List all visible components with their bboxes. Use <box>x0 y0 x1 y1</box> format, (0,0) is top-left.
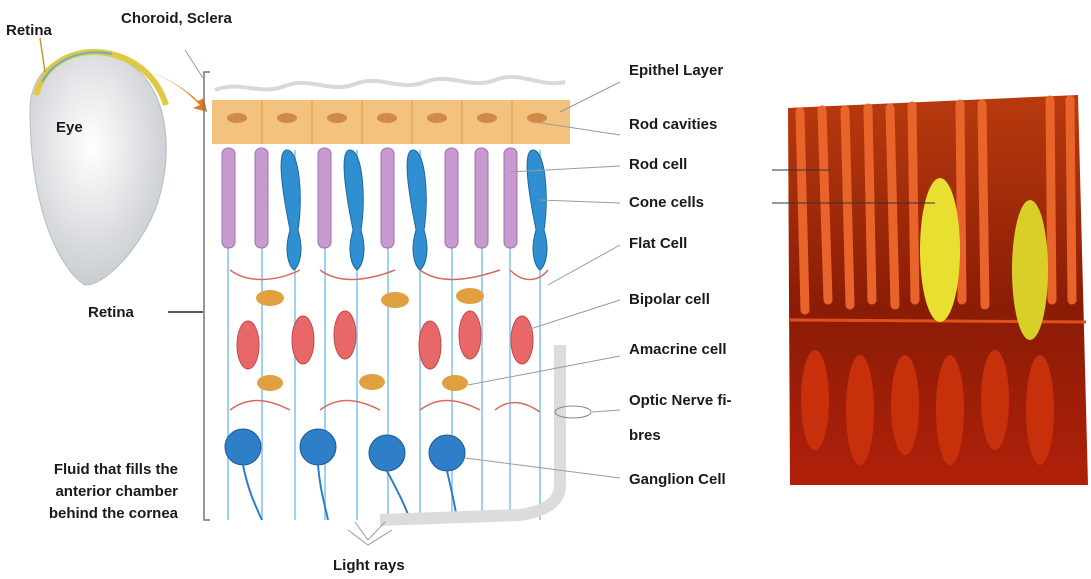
retina-bracket <box>204 72 210 520</box>
rod-cavities-label: Rod cavities <box>629 115 717 134</box>
fluid-label: Fluid that fills the anterior chamber be… <box>40 459 178 525</box>
eye-globe <box>30 52 166 285</box>
cone-cells-label: Cone cells <box>629 193 704 212</box>
retina-cross-section <box>168 72 591 545</box>
choroid-sclera-label: Choroid, Sclera <box>121 9 232 28</box>
amacrine-cell-label: Amacrine cell <box>629 340 727 359</box>
light-rays-label: Light rays <box>333 556 405 575</box>
bipolar-cell-label: Bipolar cell <box>629 290 710 309</box>
rod-cells <box>222 148 517 248</box>
bipolar-cells <box>237 311 533 369</box>
rod-cell-label: Rod cell <box>629 155 687 174</box>
optic-nerve-label-line1: Optic Nerve fi- <box>629 391 732 410</box>
flat-cells <box>256 288 484 308</box>
photo-cone-2 <box>1012 200 1048 340</box>
eye-label: Eye <box>56 118 83 137</box>
amacrine-cells <box>257 374 468 391</box>
dendrites-lower <box>230 401 540 412</box>
microscope-photo <box>772 95 1088 485</box>
eye-inset <box>30 38 207 285</box>
optic-nerve-tube <box>380 345 560 520</box>
choroid-layer <box>215 77 565 90</box>
optic-nerve-label-line2: bres <box>629 426 661 445</box>
epithel-layer-label: Epithel Layer <box>629 61 723 80</box>
ganglion-cell-label: Ganglion Cell <box>629 470 726 489</box>
retina-callout-line <box>40 38 45 72</box>
retina-inset-label: Retina <box>6 21 52 40</box>
photo-cone-1 <box>920 178 960 322</box>
zoom-indicator-line <box>185 50 203 78</box>
flat-cell-label: Flat Cell <box>629 234 687 253</box>
retina-bracket-label: Retina <box>88 303 134 322</box>
